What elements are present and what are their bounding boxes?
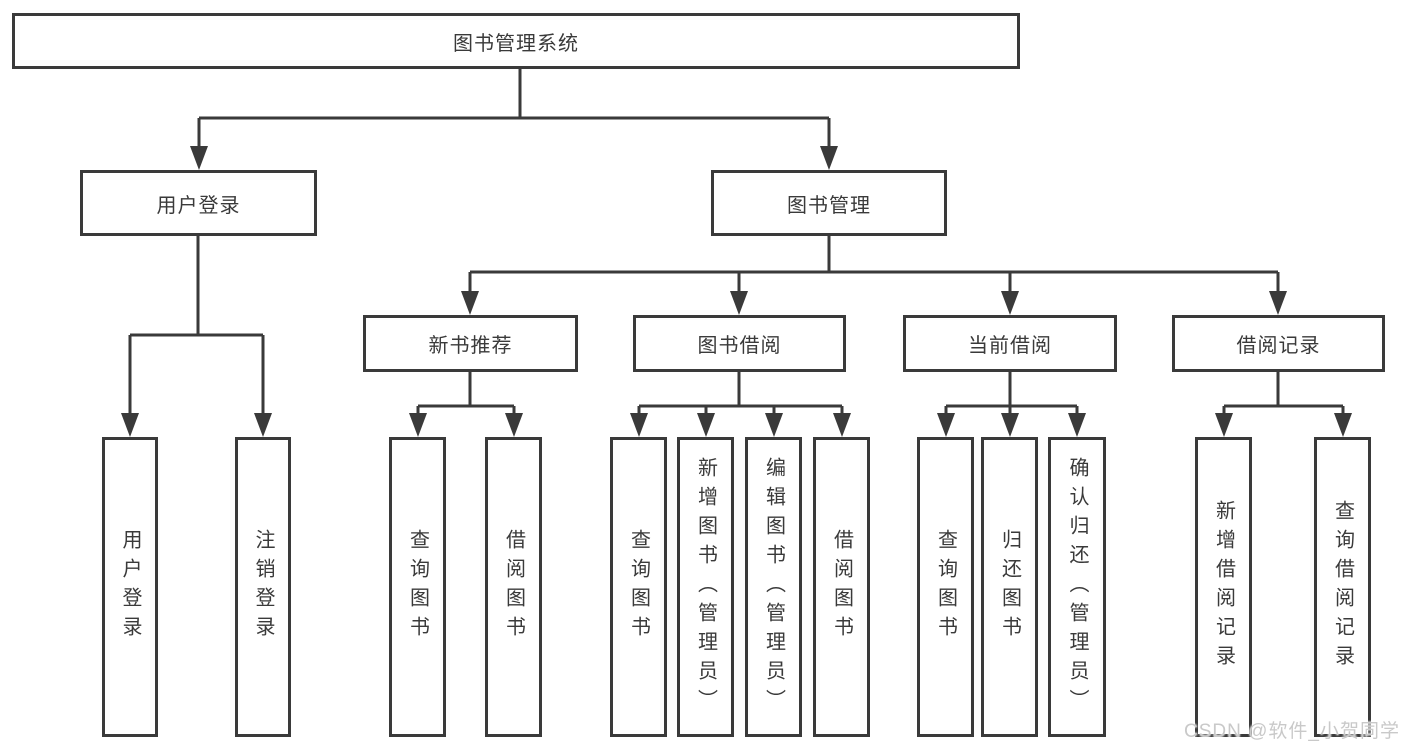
node-new-book-recommend: 新书推荐 — [363, 315, 578, 372]
node-label: 借阅记录 — [1236, 335, 1321, 357]
arrowhead-icon — [1001, 291, 1019, 315]
arrowhead-icon — [1068, 413, 1086, 437]
node-label: 归还图书 — [998, 529, 1021, 645]
leaf-return-books: 归还图书 — [981, 437, 1038, 737]
leaf-logout: 注销登录 — [235, 437, 291, 737]
node-label: 查询借阅记录 — [1331, 500, 1354, 674]
node-label: 借阅图书 — [502, 529, 525, 645]
arrowhead-icon — [1001, 413, 1019, 437]
node-label: 用户登录 — [156, 194, 241, 217]
node-user-login: 用户登录 — [80, 170, 317, 236]
node-label: 编辑图书（管理员） — [762, 456, 785, 718]
arrowhead-icon — [697, 413, 715, 437]
leaf-query-borrow-record: 查询借阅记录 — [1314, 437, 1371, 737]
node-label: 借阅图书 — [830, 529, 853, 645]
leaf-query-books-current: 查询图书 — [917, 437, 974, 737]
leaf-query-books-recommend: 查询图书 — [389, 437, 446, 737]
connector-group — [121, 236, 272, 437]
node-label: 图书管理系统 — [453, 32, 579, 55]
arrowhead-icon — [833, 413, 851, 437]
node-label: 查询图书 — [406, 529, 429, 645]
leaf-add-book-admin: 新增图书（管理员） — [677, 437, 734, 737]
arrowhead-icon — [1334, 413, 1352, 437]
arrowhead-icon — [254, 413, 272, 437]
arrowhead-icon — [820, 146, 838, 170]
node-label: 注销登录 — [252, 529, 274, 645]
leaf-confirm-return-admin: 确认归还（管理员） — [1048, 437, 1106, 737]
connector-group — [461, 236, 1287, 315]
arrowhead-icon — [765, 413, 783, 437]
arrowhead-icon — [409, 413, 427, 437]
connector-group — [937, 372, 1086, 437]
leaf-edit-book-admin: 编辑图书（管理员） — [745, 437, 802, 737]
connector-group — [1215, 372, 1352, 437]
arrowhead-icon — [630, 413, 648, 437]
arrowhead-icon — [190, 146, 208, 170]
node-label: 当前借阅 — [968, 335, 1052, 357]
arrowhead-icon — [461, 291, 479, 315]
leaf-user-login: 用户登录 — [102, 437, 158, 737]
leaf-query-books-borrowing: 查询图书 — [610, 437, 667, 737]
leaf-borrow-books-borrowing: 借阅图书 — [813, 437, 870, 737]
node-book-management: 图书管理 — [711, 170, 947, 236]
watermark: CSDN @软件_小贺同学 — [1184, 721, 1400, 742]
arrowhead-icon — [1215, 413, 1233, 437]
node-borrowing-records: 借阅记录 — [1172, 315, 1385, 372]
connector-group — [409, 372, 523, 437]
connector-group — [190, 69, 838, 170]
node-label: 查询图书 — [934, 529, 957, 645]
node-label: 新增借阅记录 — [1212, 500, 1235, 674]
arrowhead-icon — [937, 413, 955, 437]
node-label: 确认归还（管理员） — [1066, 456, 1088, 718]
arrowhead-icon — [505, 413, 523, 437]
node-current-borrowing: 当前借阅 — [903, 315, 1117, 372]
arrowhead-icon — [121, 413, 139, 437]
node-label: 新书推荐 — [428, 335, 513, 357]
leaf-borrow-books-recommend: 借阅图书 — [485, 437, 542, 737]
connector-group — [630, 372, 851, 437]
node-root: 图书管理系统 — [12, 13, 1020, 69]
node-label: 图书管理 — [787, 194, 871, 217]
leaf-add-borrow-record: 新增借阅记录 — [1195, 437, 1252, 737]
arrowhead-icon — [1269, 291, 1287, 315]
arrowhead-icon — [730, 291, 748, 315]
node-label: 用户登录 — [119, 529, 141, 645]
node-label: 查询图书 — [627, 529, 650, 645]
node-label: 新增图书（管理员） — [694, 456, 717, 718]
node-label: 图书借阅 — [697, 335, 782, 357]
node-book-borrowing: 图书借阅 — [633, 315, 846, 372]
